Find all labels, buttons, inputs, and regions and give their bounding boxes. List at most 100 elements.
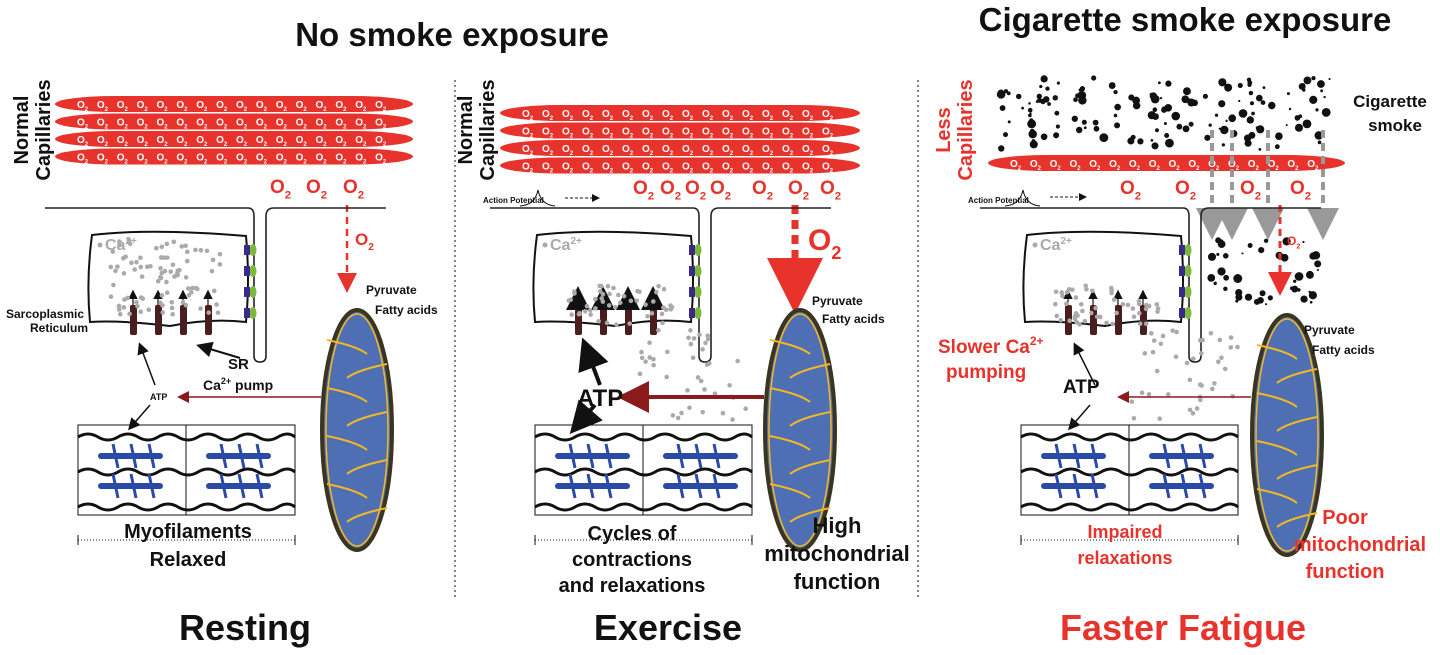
calcium-ion <box>1151 338 1157 343</box>
calcium-ion <box>707 361 712 366</box>
capillary-oxygen: O2 <box>117 100 129 113</box>
capillary-oxygen: O2 <box>375 153 387 166</box>
smoke-particle <box>1264 303 1268 306</box>
capillary-oxygen: O2 <box>1307 159 1319 172</box>
capillary <box>500 157 860 174</box>
smoke-particle <box>1130 134 1136 140</box>
smoke-particle <box>1137 138 1144 145</box>
smoke-particle <box>1150 94 1160 104</box>
smoke-particle <box>998 145 1005 152</box>
capillary-oxygen: O2 <box>256 100 268 113</box>
actin-filament <box>534 432 753 442</box>
smoke-particle <box>1027 119 1037 129</box>
smoke-particle <box>1233 274 1243 283</box>
smoke-particle <box>1256 125 1265 134</box>
smoke-particle <box>1274 144 1280 150</box>
calcium-ion <box>651 357 656 362</box>
calcium-ion <box>1109 287 1114 293</box>
calcium-ion <box>116 303 122 309</box>
capillary-oxygen: O2 <box>157 135 169 148</box>
calcium-ion <box>1197 382 1203 387</box>
calcium-ion <box>180 299 186 305</box>
smoke-particle <box>1108 82 1116 89</box>
calcium-ion <box>121 271 127 276</box>
calcium-ion <box>186 286 191 291</box>
calcium-ion <box>1154 302 1160 307</box>
capillary-oxygen: O2 <box>316 153 328 166</box>
calcium-ion <box>605 283 611 289</box>
myosin-head <box>1162 473 1171 499</box>
smoke-particle <box>1221 143 1226 147</box>
capillary-oxygen: O2 <box>355 118 367 131</box>
calcium-ion <box>1073 295 1079 300</box>
calcium-ion <box>1059 290 1064 295</box>
dhp-receptor <box>694 244 702 256</box>
capillary-oxygen: O2 <box>1129 159 1141 172</box>
mitochondrial-crista <box>789 507 831 523</box>
myosin-head <box>1090 443 1099 469</box>
ryanodine-receptor <box>689 266 695 276</box>
mitochondrion-inner-membrane <box>1255 318 1319 552</box>
calcium-ion <box>1142 351 1148 356</box>
calcium-ion <box>1217 337 1223 343</box>
capillary-oxygen: O2 <box>622 109 634 122</box>
capillary-oxygen: O2 <box>176 100 188 113</box>
calcium-ion <box>1058 317 1064 323</box>
capillary-oxygen: O2 <box>1069 159 1081 172</box>
capillary-oxygen: O2 <box>582 162 594 175</box>
smoke-particle <box>1003 133 1007 137</box>
smoke-particle <box>1328 77 1331 81</box>
capillary-oxygen: O2 <box>77 135 89 148</box>
smoke-particle <box>999 105 1006 111</box>
mitochondrial-crista <box>789 363 831 379</box>
action-potential-label: Action Potential <box>968 196 1029 205</box>
smoke-particle <box>1132 101 1141 110</box>
myosin-head <box>237 473 246 499</box>
capillary-oxygen: O2 <box>642 127 654 140</box>
smoke-particle <box>1113 89 1118 95</box>
smoke-particle <box>1248 131 1256 139</box>
capillary-oxygen: O2 <box>1149 159 1161 172</box>
smoke-particle <box>1247 82 1252 88</box>
mitochondrial-crista <box>769 435 811 451</box>
smoke-particle <box>1314 131 1324 140</box>
ryanodine-receptor <box>689 308 695 318</box>
calcium-ion <box>617 300 623 306</box>
calcium-ion <box>1235 344 1240 350</box>
capillary-oxygen: O2 <box>276 153 288 166</box>
oxygen-label: O2 <box>1287 234 1300 251</box>
smoke-particle <box>1251 111 1255 116</box>
smoke-particle <box>1218 100 1226 108</box>
smoke-particle <box>1225 119 1228 122</box>
oxygen-label: O2 <box>752 178 773 203</box>
smoke-particle <box>1150 138 1154 142</box>
capillary-oxygen: O2 <box>702 109 714 122</box>
mitochondrial-crista <box>326 387 368 403</box>
myosin-head <box>712 443 721 469</box>
mito-label: High <box>813 513 862 538</box>
calcium-ion <box>1228 345 1234 350</box>
calcium-ion <box>190 285 195 291</box>
calcium-ion <box>132 267 138 272</box>
mitochondrial-crista <box>789 411 831 427</box>
capillary-oxygen: O2 <box>375 135 387 148</box>
smoke-label: Cigarette <box>1353 92 1427 111</box>
capillary-oxygen: O2 <box>296 153 308 166</box>
calcium-ion <box>735 358 741 364</box>
calcium-ion <box>690 355 696 361</box>
calcium-ion <box>700 347 705 352</box>
mitochondrial-crista <box>1276 416 1318 432</box>
calcium-ion <box>1155 309 1160 314</box>
myosin-head <box>1198 443 1207 469</box>
calcium-ion <box>695 375 701 380</box>
myofilament-label: relaxations <box>1077 548 1172 568</box>
smoke-particle <box>1247 243 1253 248</box>
capillary-oxygen: O2 <box>137 135 149 148</box>
myofilament-label: Relaxed <box>150 549 227 571</box>
myosin-head <box>255 473 264 499</box>
capillary-oxygen: O2 <box>335 118 347 131</box>
ryanodine-receptor <box>244 245 250 255</box>
calcium-ion <box>1053 289 1059 295</box>
calcium-ion <box>164 241 170 247</box>
